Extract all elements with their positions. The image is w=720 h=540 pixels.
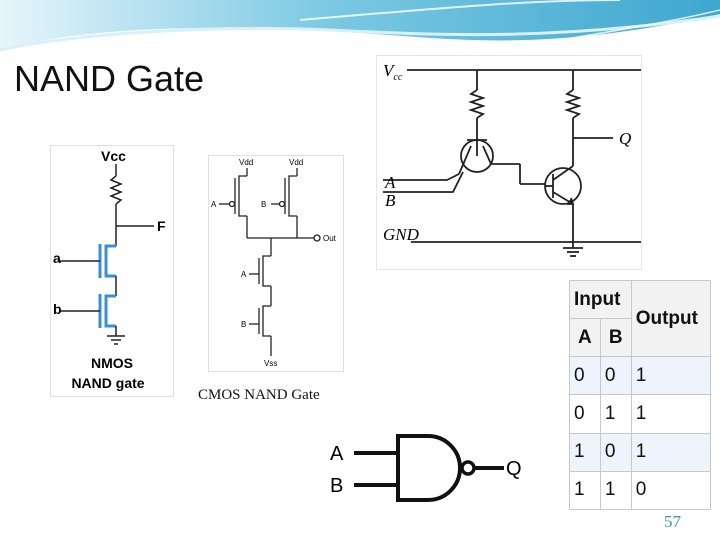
multi-emitter-transistor-icon (383, 139, 545, 193)
cell-b: 0 (599, 432, 632, 472)
pmos-transistor-a-icon (219, 168, 248, 238)
nand-gate-body-icon (396, 434, 462, 502)
gate-input-b: B (330, 475, 343, 497)
nmos-vcc-label: Vcc (101, 148, 126, 164)
header-wave-banner (0, 0, 720, 52)
cmos-caption: CMOS NAND Gate (198, 387, 320, 403)
cell-b: 1 (599, 394, 632, 434)
table-row: 0 1 1 (569, 394, 712, 434)
nmos-caption-line2: NAND gate (71, 375, 144, 391)
ttl-vcc-label: Vcc (383, 61, 403, 83)
cell-a: 1 (569, 470, 601, 511)
cmos-input-a-left: A (211, 200, 217, 209)
output-header: Output (630, 279, 712, 358)
ttl-input-a: A (384, 173, 396, 192)
nand-gate-symbol: A B Q (318, 418, 530, 518)
ttl-gnd-label: GND (383, 225, 420, 244)
cell-a: 0 (569, 394, 601, 434)
cell-output: 1 (630, 432, 712, 472)
input-header: Input (569, 279, 632, 320)
nmos-output-label: F (157, 218, 166, 234)
cmos-input-b-right: B (261, 200, 266, 209)
ttl-resistor-1-icon (468, 89, 486, 119)
gate-output: Q (506, 458, 522, 480)
cmos-vdd-right: Vdd (289, 158, 303, 167)
nmos-nand-diagram: Vcc F a b NMOS NAND gate (50, 145, 174, 397)
column-a-header: A (569, 318, 601, 358)
cmos-vdd-left: Vdd (239, 158, 253, 167)
table-row: 1 1 0 (569, 470, 712, 511)
table-row: 1 0 1 (569, 432, 712, 472)
cmos-out-label: Out (323, 234, 337, 243)
cell-a: 0 (569, 356, 601, 396)
nmos-series-b-icon (249, 305, 272, 356)
ground-icon (107, 335, 125, 345)
truth-table: Input Output A B 0 0 1 0 1 1 1 0 1 1 1 0 (569, 279, 712, 511)
pmos-transistor-b-icon (271, 168, 298, 238)
cmos-input-b-series: B (241, 320, 246, 329)
cmos-nand-diagram: Vdd Vdd A B Out A (208, 155, 344, 372)
column-b-header: B (599, 318, 632, 358)
cell-b: 0 (599, 356, 632, 396)
cell-a: 1 (569, 432, 601, 472)
ttl-nand-diagram: Vcc Q A B (376, 55, 642, 270)
ttl-input-b: B (385, 191, 396, 210)
nmos-transistor-b-icon (59, 294, 116, 328)
ttl-resistor-2-icon (564, 89, 582, 119)
cell-b: 1 (599, 470, 632, 511)
inversion-bubble-icon (460, 460, 476, 476)
page-number: 57 (664, 512, 681, 531)
output-node-icon (313, 234, 321, 242)
truth-table-header-row: Input Output (569, 279, 712, 358)
gate-input-a: A (330, 443, 344, 465)
nmos-input-b: b (53, 301, 62, 317)
ttl-output-label: Q (619, 129, 631, 148)
pullup-resistor-icon (108, 175, 124, 205)
nmos-transistor-a-icon (59, 244, 116, 278)
cmos-input-a-series: A (241, 270, 247, 279)
output-transistor-icon (544, 165, 582, 242)
ttl-ground-icon (563, 242, 583, 257)
cell-output: 1 (630, 394, 712, 434)
cell-output: 0 (630, 470, 712, 511)
nmos-caption-line1: NMOS (91, 355, 133, 371)
cmos-vss-label: Vss (264, 359, 277, 368)
nmos-input-a: a (53, 250, 61, 266)
slide-title: NAND Gate (14, 58, 205, 99)
table-row: 0 0 1 (569, 356, 712, 396)
cell-output: 1 (630, 356, 712, 396)
nmos-series-a-icon (249, 255, 272, 306)
